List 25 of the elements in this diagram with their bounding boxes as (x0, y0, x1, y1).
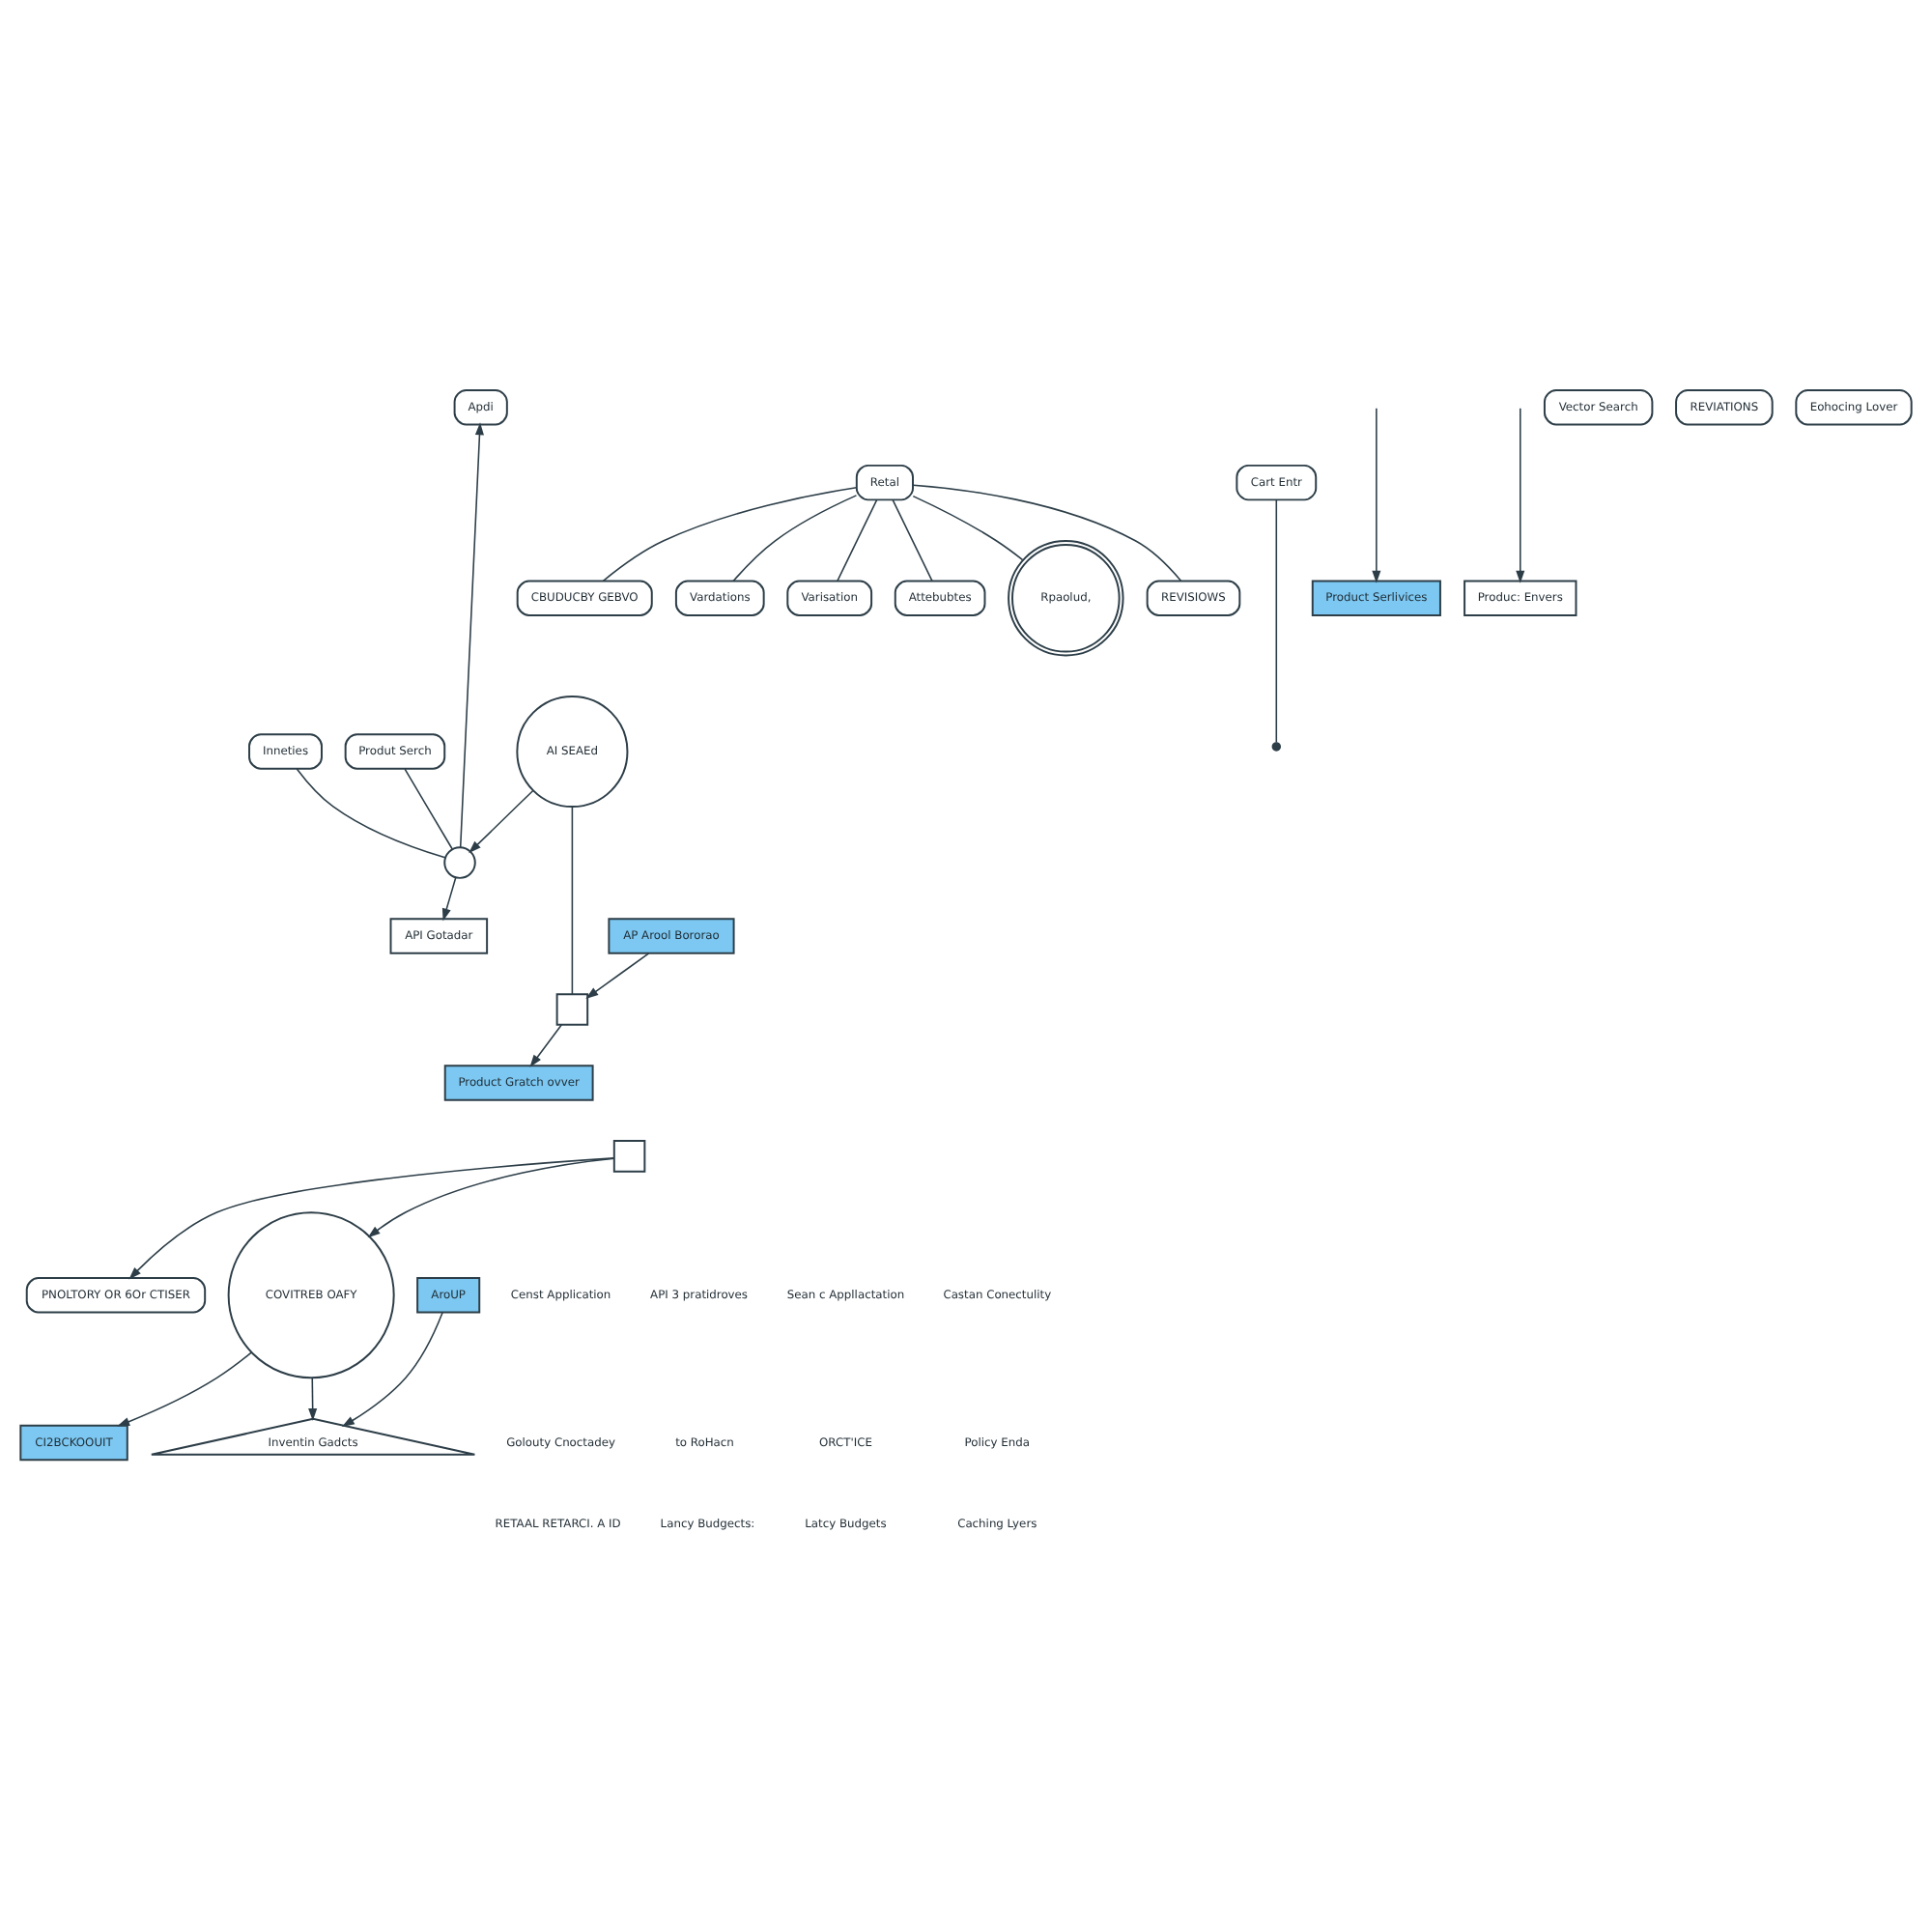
arrow (1516, 408, 1525, 583)
arrow (469, 789, 534, 854)
node-box (555, 993, 589, 1026)
arrow (128, 1157, 615, 1280)
arrow (585, 952, 650, 999)
arrow (1372, 408, 1381, 583)
arrow (367, 1157, 615, 1238)
connector (602, 486, 858, 582)
arrow (529, 1024, 562, 1067)
connector (912, 484, 1182, 582)
arrow (117, 1351, 252, 1427)
arrow (341, 1312, 443, 1428)
connector (571, 806, 574, 995)
node-box (612, 1140, 646, 1173)
arrow (308, 1378, 318, 1422)
connector (837, 498, 878, 582)
node-circle (443, 846, 476, 879)
connector (296, 768, 446, 859)
connector (404, 768, 454, 850)
arrow (459, 422, 484, 848)
connector (732, 495, 858, 582)
connector (1275, 498, 1278, 744)
connector (892, 498, 933, 582)
arrow (441, 876, 457, 922)
connector (912, 495, 1024, 561)
